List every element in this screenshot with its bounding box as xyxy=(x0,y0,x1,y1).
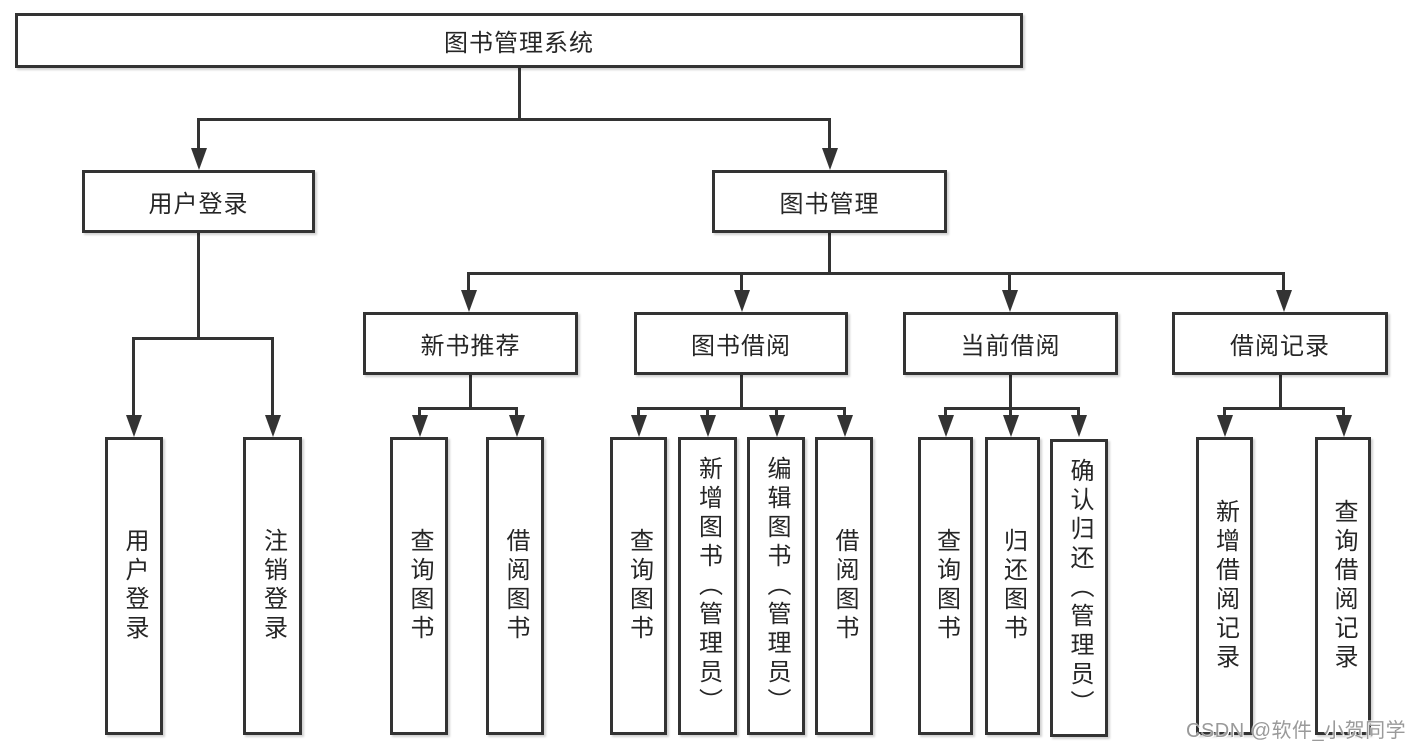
node-book-management: 图书管理 xyxy=(712,170,947,233)
arrow-to-leaf-logout xyxy=(271,337,274,415)
arrow-to-leaf-bor-query xyxy=(637,407,640,415)
watermark-csdn: CSDN @软件_小贺同学 xyxy=(1186,720,1405,742)
node-leaf-logout-label: 注销登录 xyxy=(259,528,287,644)
node-leaf-borrow-borrow-book-label: 借阅图书 xyxy=(831,528,858,644)
node-leaf-logout: 注销登录 xyxy=(243,437,302,735)
connector-user-login-stem xyxy=(197,233,200,340)
connector-book-mgmt-bar xyxy=(467,272,1285,275)
connector-current-borrow-stem xyxy=(1009,375,1012,410)
node-user-login-label: 用户登录 xyxy=(148,191,249,218)
connector-root-stem xyxy=(518,68,521,121)
arrow-to-leaf-rec-query xyxy=(418,407,421,415)
node-leaf-records-add-record: 新增借阅记录 xyxy=(1196,437,1253,735)
node-root: 图书管理系统 xyxy=(15,13,1023,68)
node-leaf-borrow-edit-book: 编辑图书（管理员） xyxy=(747,437,805,735)
node-leaf-records-add-record-label: 新增借阅记录 xyxy=(1211,499,1239,673)
connector-book-borrow-stem xyxy=(740,375,743,410)
arrow-to-leaf-bor-edit xyxy=(775,407,778,415)
node-leaf-current-return-book-label: 归还图书 xyxy=(999,528,1027,644)
connector-new-book-rec-stem xyxy=(469,375,472,410)
arrow-root-to-book-mgmt xyxy=(828,118,831,148)
connector-current-borrow-bar xyxy=(944,407,1080,410)
arrow-root-to-user-login xyxy=(197,118,200,148)
arrow-to-leaf-cur-query xyxy=(944,407,947,415)
arrow-to-borrow-records xyxy=(1282,272,1285,290)
connector-borrow-records-bar xyxy=(1223,407,1345,410)
node-leaf-borrow-add-book: 新增图书（管理员） xyxy=(678,437,737,735)
node-book-management-label: 图书管理 xyxy=(779,191,880,218)
node-leaf-borrow-add-book-label: 新增图书（管理员） xyxy=(694,455,722,717)
connector-user-login-bar xyxy=(132,337,274,340)
node-leaf-rec-borrow-book-label: 借阅图书 xyxy=(502,528,529,644)
node-new-book-recommend-label: 新书推荐 xyxy=(420,333,521,360)
arrow-to-leaf-cur-confirm xyxy=(1077,407,1080,415)
arrow-to-leaf-log-query xyxy=(1342,407,1345,415)
arrow-to-leaf-rec-borrow xyxy=(515,407,518,415)
node-leaf-current-confirm-return-label: 确认归还（管理员） xyxy=(1066,457,1093,719)
arrow-to-leaf-user-login xyxy=(132,337,135,415)
node-borrow-records-label: 借阅记录 xyxy=(1230,333,1330,360)
arrow-to-current-borrow xyxy=(1008,272,1011,290)
node-current-borrow: 当前借阅 xyxy=(903,312,1118,375)
node-leaf-user-login: 用户登录 xyxy=(105,437,163,735)
connector-book-mgmt-stem xyxy=(828,233,831,275)
node-leaf-borrow-query-book-label: 查询图书 xyxy=(625,528,653,644)
node-leaf-current-confirm-return: 确认归还（管理员） xyxy=(1050,439,1108,737)
node-root-label: 图书管理系统 xyxy=(444,30,594,57)
arrow-to-book-borrow xyxy=(740,272,743,290)
connector-root-bar xyxy=(197,118,831,121)
arrow-to-new-book-rec xyxy=(467,272,470,290)
node-leaf-rec-borrow-book: 借阅图书 xyxy=(486,437,544,735)
arrow-to-leaf-bor-borrow xyxy=(843,407,846,415)
node-leaf-user-login-label: 用户登录 xyxy=(121,528,148,644)
node-leaf-borrow-edit-book-label: 编辑图书（管理员） xyxy=(763,455,790,717)
node-current-borrow-label: 当前借阅 xyxy=(960,333,1061,360)
node-leaf-borrow-borrow-book: 借阅图书 xyxy=(815,437,873,735)
node-leaf-current-query-book-label: 查询图书 xyxy=(932,528,960,644)
node-leaf-current-query-book: 查询图书 xyxy=(918,437,973,735)
node-leaf-records-query-record-label: 查询借阅记录 xyxy=(1330,499,1357,673)
connector-book-borrow-bar xyxy=(637,407,846,410)
node-new-book-recommend: 新书推荐 xyxy=(363,312,578,375)
node-leaf-records-query-record: 查询借阅记录 xyxy=(1315,437,1371,735)
node-leaf-rec-query-book: 查询图书 xyxy=(390,437,448,735)
connector-borrow-records-stem xyxy=(1279,375,1282,410)
arrow-to-leaf-log-add xyxy=(1223,407,1226,415)
node-borrow-records: 借阅记录 xyxy=(1172,312,1388,375)
arrow-to-leaf-bor-add xyxy=(706,407,709,415)
node-book-borrow: 图书借阅 xyxy=(634,312,848,375)
arrow-to-leaf-cur-return xyxy=(1009,407,1012,415)
node-leaf-current-return-book: 归还图书 xyxy=(985,437,1040,735)
node-leaf-borrow-query-book: 查询图书 xyxy=(610,437,667,735)
node-leaf-rec-query-book-label: 查询图书 xyxy=(406,528,433,644)
node-user-login: 用户登录 xyxy=(82,170,315,233)
connector-new-book-rec-bar xyxy=(418,407,518,410)
node-book-borrow-label: 图书借阅 xyxy=(691,333,791,360)
